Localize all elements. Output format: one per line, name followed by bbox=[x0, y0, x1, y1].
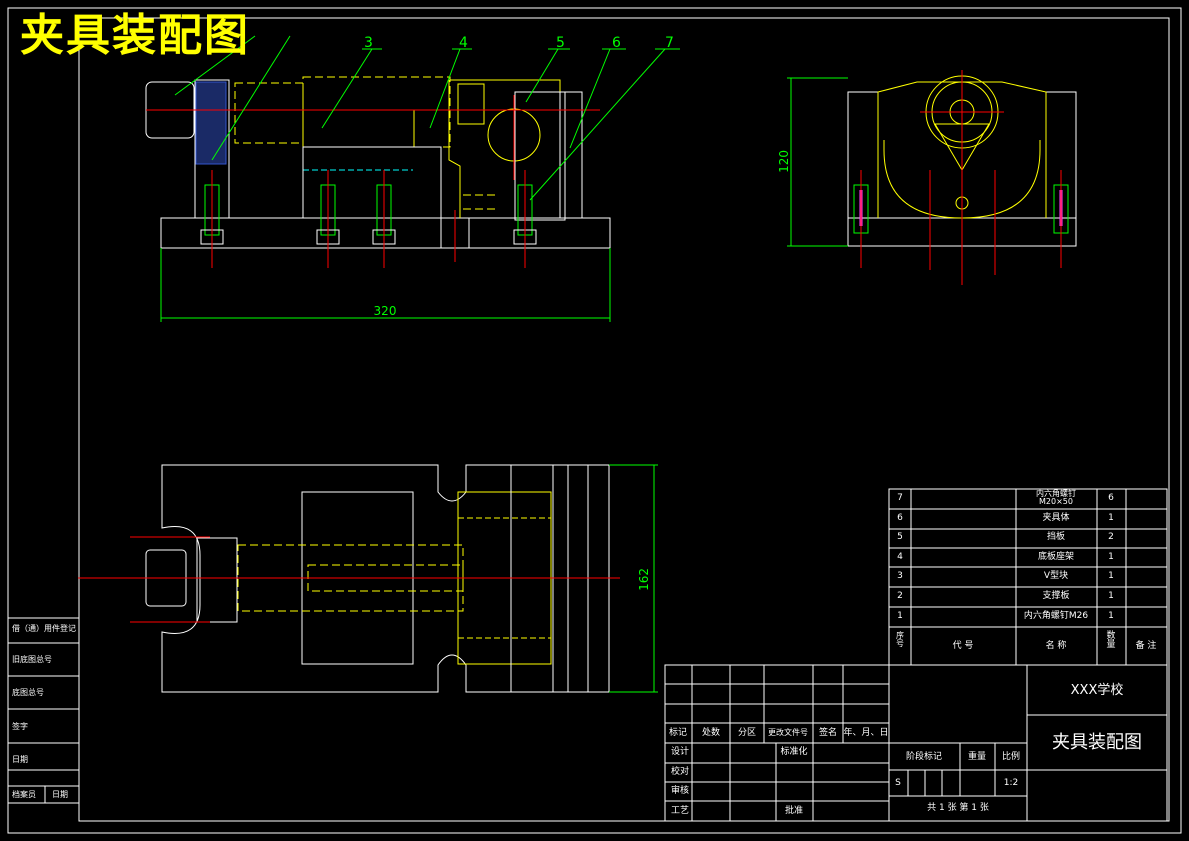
balloon-3: 3 bbox=[364, 35, 373, 51]
dim-length: 320 bbox=[373, 304, 397, 318]
rev-count: 处数 bbox=[701, 728, 721, 738]
part-no: 5 bbox=[897, 532, 903, 542]
part-qty: 2 bbox=[1108, 532, 1114, 542]
part-no: 7 bbox=[897, 493, 903, 503]
drawing-title: 夹具装配图 bbox=[20, 10, 250, 61]
part-qty: 1 bbox=[1108, 591, 1114, 601]
part-qty: 6 bbox=[1108, 493, 1114, 503]
standardization-label: 标准化 bbox=[780, 747, 808, 757]
approve-label: 批准 bbox=[784, 806, 804, 816]
side-view bbox=[787, 70, 1077, 285]
inner-frame bbox=[78, 17, 1170, 822]
strip-label-borrowed: 借（通）用件登记 bbox=[12, 624, 76, 633]
title-block-lines bbox=[664, 664, 1168, 822]
part-no: 4 bbox=[897, 552, 903, 562]
role-review: 审核 bbox=[670, 786, 690, 796]
parts-list-lines bbox=[888, 488, 1168, 666]
part-name: 挡板 bbox=[1046, 532, 1066, 542]
strip-label-base-no: 底图总号 bbox=[12, 688, 44, 697]
strip-label-old-base-no: 旧底图总号 bbox=[12, 655, 52, 664]
drawing-name: 夹具装配图 bbox=[1052, 732, 1142, 753]
stage-value: S bbox=[895, 778, 901, 788]
part-name: V型块 bbox=[1043, 571, 1069, 581]
part-name: 内六角螺钉M20×50 bbox=[1036, 489, 1076, 506]
role-check: 校对 bbox=[670, 767, 690, 777]
part-qty: 1 bbox=[1108, 571, 1114, 581]
header-code: 代 号 bbox=[952, 641, 974, 651]
sheet-count: 共 1 张 第 1 张 bbox=[927, 803, 989, 813]
part-no: 1 bbox=[897, 611, 903, 621]
header-no: 序号 bbox=[896, 631, 904, 648]
header-note: 备 注 bbox=[1135, 641, 1157, 651]
front-view bbox=[145, 35, 680, 322]
rev-date: 年、月、日 bbox=[843, 728, 889, 738]
header-qty: 数量 bbox=[1106, 631, 1116, 650]
part-name: 底板座架 bbox=[1037, 552, 1075, 562]
strip-label-date: 日期 bbox=[12, 755, 28, 764]
rev-mark: 标记 bbox=[668, 728, 688, 738]
strip-label-archivist: 档案员 bbox=[12, 790, 36, 799]
part-no: 2 bbox=[897, 591, 903, 601]
scale-label: 比例 bbox=[1001, 752, 1021, 762]
part-qty: 1 bbox=[1108, 552, 1114, 562]
header-name: 名 称 bbox=[1045, 641, 1067, 651]
scale-value: 1:2 bbox=[1003, 778, 1019, 788]
stage-label: 阶段标记 bbox=[905, 752, 943, 762]
dim-width: 162 bbox=[637, 568, 651, 591]
role-process: 工艺 bbox=[670, 806, 690, 816]
part-no: 6 bbox=[897, 513, 903, 523]
part-name: 内六角螺钉M26 bbox=[1023, 611, 1089, 621]
school-name: XXX学校 bbox=[1070, 683, 1124, 698]
balloon-7: 7 bbox=[665, 35, 674, 51]
top-view bbox=[78, 464, 658, 693]
role-design: 设计 bbox=[670, 747, 690, 757]
part-qty: 1 bbox=[1108, 611, 1114, 621]
part-no: 3 bbox=[897, 571, 903, 581]
strip-label-date-2: 日期 bbox=[52, 790, 68, 799]
balloon-4: 4 bbox=[459, 35, 468, 51]
part-name: 支撑板 bbox=[1042, 591, 1070, 601]
rev-file-no: 更改文件号 bbox=[768, 728, 808, 737]
left-strip-lines bbox=[7, 617, 80, 804]
rev-signature: 签名 bbox=[818, 728, 838, 738]
part-qty: 1 bbox=[1108, 513, 1114, 523]
part-name: 夹具体 bbox=[1042, 513, 1070, 523]
balloon-6: 6 bbox=[612, 35, 621, 51]
balloon-5: 5 bbox=[556, 35, 565, 51]
weight-label: 重量 bbox=[967, 752, 987, 762]
outer-frame bbox=[7, 7, 1182, 834]
strip-label-signature: 签字 bbox=[12, 722, 28, 731]
rev-zone: 分区 bbox=[737, 728, 757, 738]
dim-height: 120 bbox=[777, 150, 791, 173]
